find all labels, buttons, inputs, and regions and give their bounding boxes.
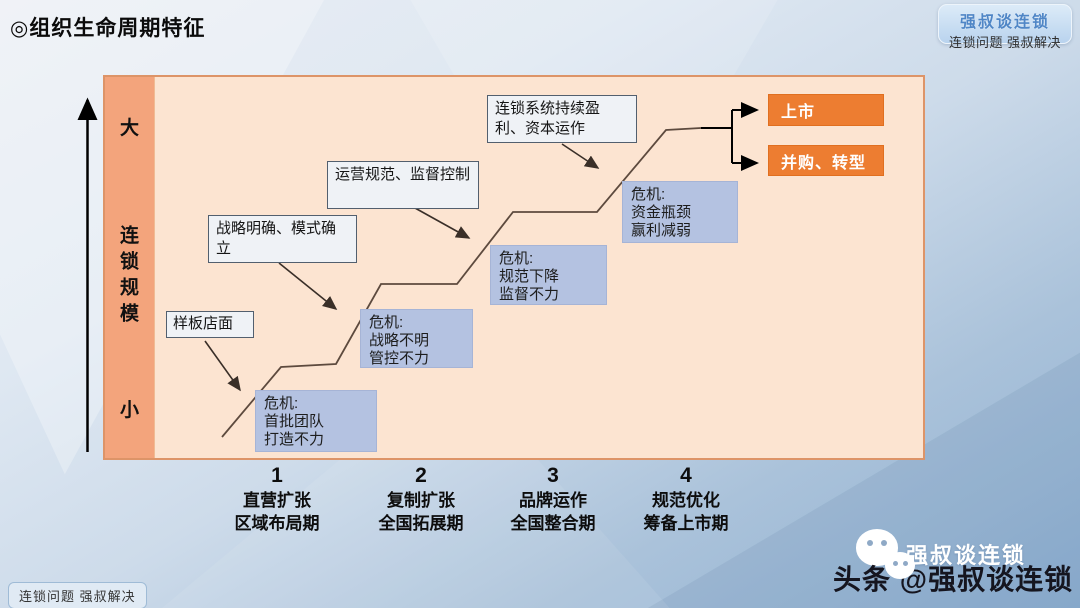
stage-3: 3 品牌运作 全国整合期 <box>483 463 623 535</box>
crisis-box-1: 危机: 首批团队 打造不力 <box>255 390 377 452</box>
milestone-box-3: 运营规范、监督控制 <box>327 161 479 209</box>
brand-tagline: 连锁问题 强叔解决 <box>948 35 1062 50</box>
stage-4-number: 4 <box>680 464 692 487</box>
wechat-icon-eye <box>903 561 908 566</box>
y-axis-column <box>105 77 155 458</box>
stage-1-number: 1 <box>271 464 283 487</box>
stage-4-line1: 规范优化 <box>652 491 720 510</box>
stage-3-number: 3 <box>547 464 559 487</box>
outcome-box-ma: 并购、转型 <box>768 145 884 176</box>
wechat-icon-eye <box>867 540 873 546</box>
stage-1-line2: 区域布局期 <box>234 514 320 533</box>
stage-3-line2: 全国整合期 <box>510 514 596 533</box>
watermark-wechat-name: 强叔谈连锁 <box>906 543 1027 568</box>
y-axis-max-label: 大 <box>119 118 139 139</box>
wechat-icon-small-bubble <box>885 552 915 579</box>
y-axis-title: 连锁规模 <box>117 225 138 329</box>
y-axis-min-label: 小 <box>119 400 139 421</box>
crisis-box-4: 危机: 资金瓶颈 赢利减弱 <box>622 181 738 243</box>
outcome-box-ipo: 上市 <box>768 94 884 126</box>
milestone-box-1: 样板店面 <box>166 311 254 338</box>
page-title: ◎组织生命周期特征 <box>10 17 206 40</box>
milestone-box-2: 战略明确、模式确立 <box>208 215 357 263</box>
stage-2-line1: 复制扩张 <box>387 491 455 510</box>
stage-4-line2: 筹备上市期 <box>643 514 729 533</box>
stage-2-number: 2 <box>415 464 427 487</box>
stage-2: 2 复制扩张 全国拓展期 <box>351 463 491 535</box>
footer-badge: 连锁问题 强叔解决 <box>8 582 147 608</box>
stage-2-line2: 全国拓展期 <box>378 514 464 533</box>
crisis-box-3: 危机: 规范下降 监督不力 <box>490 245 607 305</box>
brand-badge: 强叔谈连锁 连锁问题 强叔解决 <box>938 4 1072 50</box>
wechat-icon-eye <box>893 561 898 566</box>
stage-4: 4 规范优化 筹备上市期 <box>616 463 756 535</box>
stage-1-line1: 直营扩张 <box>243 491 311 510</box>
brand-name: 强叔谈连锁 <box>959 14 1050 31</box>
wechat-icon-eye <box>881 540 887 546</box>
stage-3-line1: 品牌运作 <box>519 491 587 510</box>
watermark-toutiao-handle: 头条 @强叔谈连锁 <box>833 564 1074 595</box>
crisis-box-2: 危机: 战略不明 管控不力 <box>360 309 473 368</box>
milestone-box-4: 连锁系统持续盈利、资本运作 <box>487 95 637 143</box>
stage-1: 1 直营扩张 区域布局期 <box>207 463 347 535</box>
